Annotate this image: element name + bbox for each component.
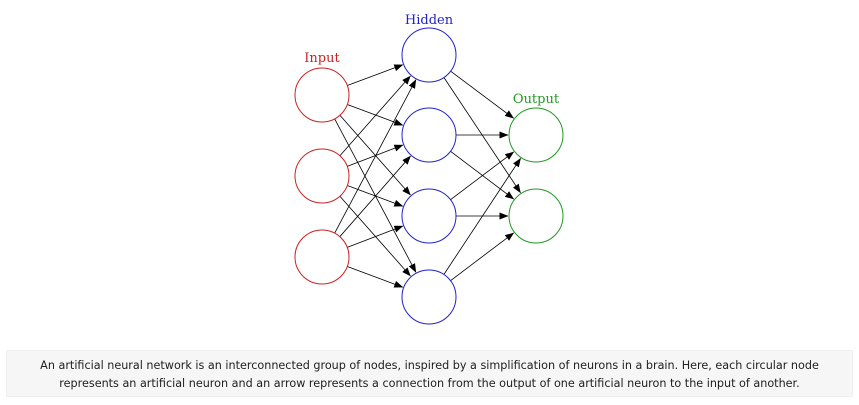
connection-arrow-1-2-to-2-2 xyxy=(347,144,404,167)
input-neuron-2 xyxy=(294,148,350,204)
caption-text: An artificial neural network is an inter… xyxy=(40,359,819,390)
connection-arrow-1-2-to-2-3 xyxy=(347,185,404,207)
output-layer-label: Output xyxy=(513,92,560,107)
connections-group xyxy=(334,64,521,288)
figure-caption: An artificial neural network is an inter… xyxy=(6,350,853,397)
input-layer-label: Input xyxy=(304,51,340,66)
hidden-neuron-1 xyxy=(401,27,457,83)
connection-arrow-2-1-to-3-1 xyxy=(450,70,514,119)
input-neuron-1 xyxy=(294,67,350,123)
hidden-neuron-4 xyxy=(401,269,457,325)
connection-arrow-1-3-to-2-1 xyxy=(334,79,417,234)
connection-arrow-1-3-to-2-4 xyxy=(347,266,404,288)
connection-arrow-1-1-to-2-3 xyxy=(339,114,411,196)
input-neuron-3 xyxy=(294,229,350,285)
connection-arrow-2-3-to-3-1 xyxy=(450,151,515,201)
output-neuron-2 xyxy=(508,188,564,244)
hidden-neuron-2 xyxy=(401,107,457,163)
hidden-layer-label: Hidden xyxy=(405,13,454,28)
connection-arrow-1-2-to-2-4 xyxy=(339,195,411,277)
connection-arrow-2-4-to-3-1 xyxy=(443,157,521,275)
connection-arrow-1-3-to-2-3 xyxy=(347,225,404,248)
connection-arrow-2-2-to-3-2 xyxy=(450,150,515,200)
connection-arrow-1-1-to-2-1 xyxy=(347,64,404,86)
connection-arrow-2-4-to-3-2 xyxy=(450,232,515,282)
output-neuron-1 xyxy=(508,107,564,163)
hidden-neuron-3 xyxy=(401,188,457,244)
connection-arrow-1-1-to-2-2 xyxy=(347,104,404,126)
connection-arrow-1-3-to-2-2 xyxy=(339,155,411,237)
nodes-group xyxy=(294,27,564,325)
connection-arrow-1-2-to-2-1 xyxy=(339,75,411,157)
